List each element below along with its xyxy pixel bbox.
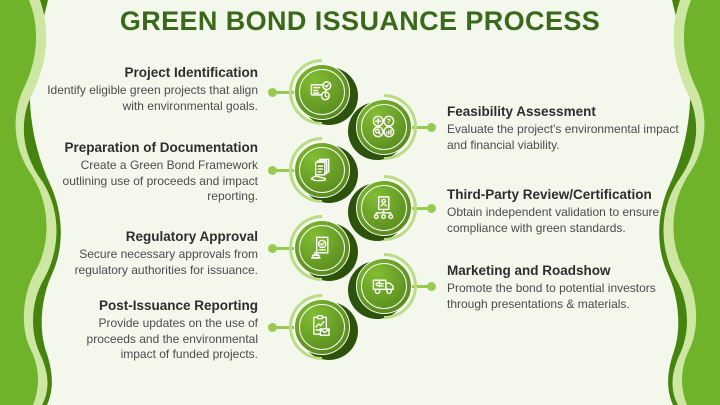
step-text-post-issuance-reporting: Post-Issuance Reporting Provide updates … xyxy=(53,297,258,363)
left-wave-decoration xyxy=(0,0,61,405)
connector-line xyxy=(409,125,431,129)
step-description: Secure necessary approvals from regulato… xyxy=(74,247,258,277)
connector-line xyxy=(409,206,431,210)
step-node-feasibility-assessment: ? xyxy=(337,80,436,174)
step-text-third-party-review: Third-Party Review/Certification Obtain … xyxy=(447,186,687,236)
step-node-reporting xyxy=(268,280,369,374)
step-description: Obtain independent validation to ensure … xyxy=(447,205,660,235)
circle-inner-ring xyxy=(299,225,345,271)
connector-dot xyxy=(268,322,277,332)
connector-dot xyxy=(268,87,277,97)
documentation-icon xyxy=(307,155,336,184)
step-text-feasibility-assessment: Feasibility Assessment Evaluate the proj… xyxy=(447,103,687,153)
step-description: Evaluate the project's environmental imp… xyxy=(447,122,679,152)
circle-badge xyxy=(356,180,412,236)
connector-line xyxy=(275,325,297,329)
circle-inner-ring xyxy=(361,185,407,231)
project-identification-icon xyxy=(307,77,336,106)
circle-badge xyxy=(356,258,412,314)
circle-inner-ring xyxy=(299,304,345,350)
step-title: Feasibility Assessment xyxy=(447,104,596,119)
step-title: Post-Issuance Reporting xyxy=(98,298,258,313)
step-text-preparation-of-documentation: Preparation of Documentation Create a Gr… xyxy=(53,139,258,205)
connector-line xyxy=(409,284,431,288)
step-title: Third-Party Review/Certification xyxy=(447,187,652,202)
circle-badge: ? xyxy=(356,99,412,155)
step-text-project-identification: Project Identification Identify eligible… xyxy=(36,64,258,114)
circle-badge xyxy=(294,142,350,198)
connector-dot xyxy=(427,122,436,132)
step-description: Provide updates on the use of proceeds a… xyxy=(86,316,258,361)
step-description: Create a Green Bond Framework outlining … xyxy=(62,158,258,203)
circle-badge xyxy=(294,299,350,355)
step-title: Regulatory Approval xyxy=(125,229,258,244)
certification-icon xyxy=(369,193,398,222)
connector-line xyxy=(275,90,297,94)
circle-inner-ring xyxy=(361,263,407,309)
right-wave-decoration xyxy=(659,0,720,405)
step-node-documentation xyxy=(268,123,369,217)
reporting-icon xyxy=(307,312,336,341)
svg-text:?: ? xyxy=(387,117,392,126)
circle-inner-ring xyxy=(299,147,345,193)
connector-dot xyxy=(427,281,436,291)
step-node-roadshow xyxy=(337,239,436,333)
circle-inner-ring xyxy=(361,104,407,150)
step-description: Identify eligible green projects that al… xyxy=(47,83,258,113)
circle-badge xyxy=(294,64,350,120)
feasibility-assessment-icon: ? xyxy=(369,112,398,141)
step-node-approval xyxy=(268,201,369,295)
circle-inner-ring xyxy=(299,69,345,115)
connector-dot xyxy=(268,243,277,253)
roadshow-icon xyxy=(369,271,398,300)
step-node-certification xyxy=(337,161,436,255)
connector-line xyxy=(275,246,297,250)
step-title: Project Identification xyxy=(124,65,258,80)
approval-icon xyxy=(307,233,336,262)
step-title: Preparation of Documentation xyxy=(64,140,258,155)
step-node-project-identification xyxy=(268,45,369,139)
connector-dot xyxy=(427,203,436,213)
page-title: GREEN BOND ISSUANCE PROCESS xyxy=(119,6,601,36)
connector-dot xyxy=(268,165,277,175)
circle-badge xyxy=(294,220,350,276)
step-title: Marketing and Roadshow xyxy=(447,263,611,278)
step-text-regulatory-approval: Regulatory Approval Secure necessary app… xyxy=(43,228,258,278)
step-text-marketing-and-roadshow: Marketing and Roadshow Promote the bond … xyxy=(447,262,687,312)
step-description: Promote the bond to potential investors … xyxy=(447,281,656,311)
connector-line xyxy=(275,168,297,172)
